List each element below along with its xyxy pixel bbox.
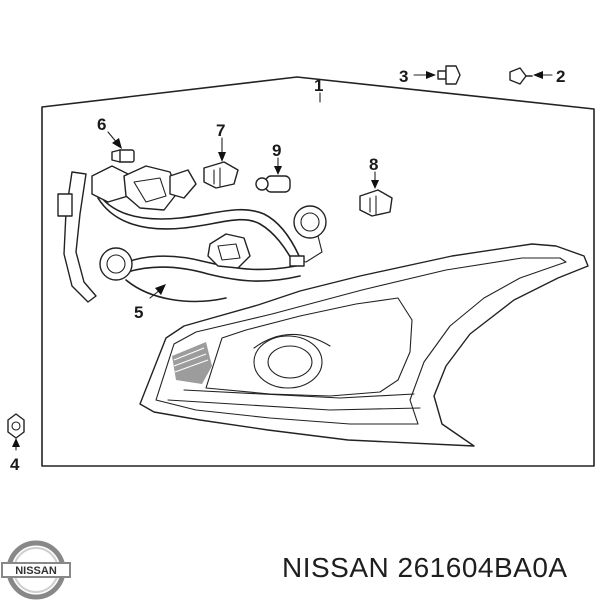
wiring-harness [57,165,327,303]
reflector-bowl [253,335,323,389]
part-3-screw [437,65,461,85]
assembly-frame [41,76,595,467]
callout-2: 2 [556,67,565,86]
harness-socket-left [99,247,133,281]
callout-8: 8 [369,155,378,174]
harness-socket-cluster [91,165,197,211]
callout-5: 5 [134,303,143,322]
part-number-caption: NISSAN 261604BA0A [282,552,568,583]
callout-4: 4 [10,455,20,474]
part-4-nut [7,413,25,439]
lens-hatching [172,342,212,384]
callout-6: 6 [97,115,106,134]
callout-1: 1 [314,76,323,95]
part-8-bulb-socket [359,189,393,217]
harness-socket-middle [207,233,251,269]
part-6-bulb [111,149,135,163]
callout-7: 7 [216,121,225,140]
harness-socket-right [293,205,327,263]
part-9-bulb [255,175,291,193]
part-7-bulb-socket [203,161,239,189]
svg-text:NISSAN: NISSAN [15,565,57,577]
callout-3: 3 [399,67,408,86]
callout-9: 9 [272,141,281,160]
nissan-logo: NISSAN [1,540,71,600]
part-2-bolt [509,67,533,85]
tail-lamp-housing [139,243,589,447]
callout-arrows [12,71,553,451]
